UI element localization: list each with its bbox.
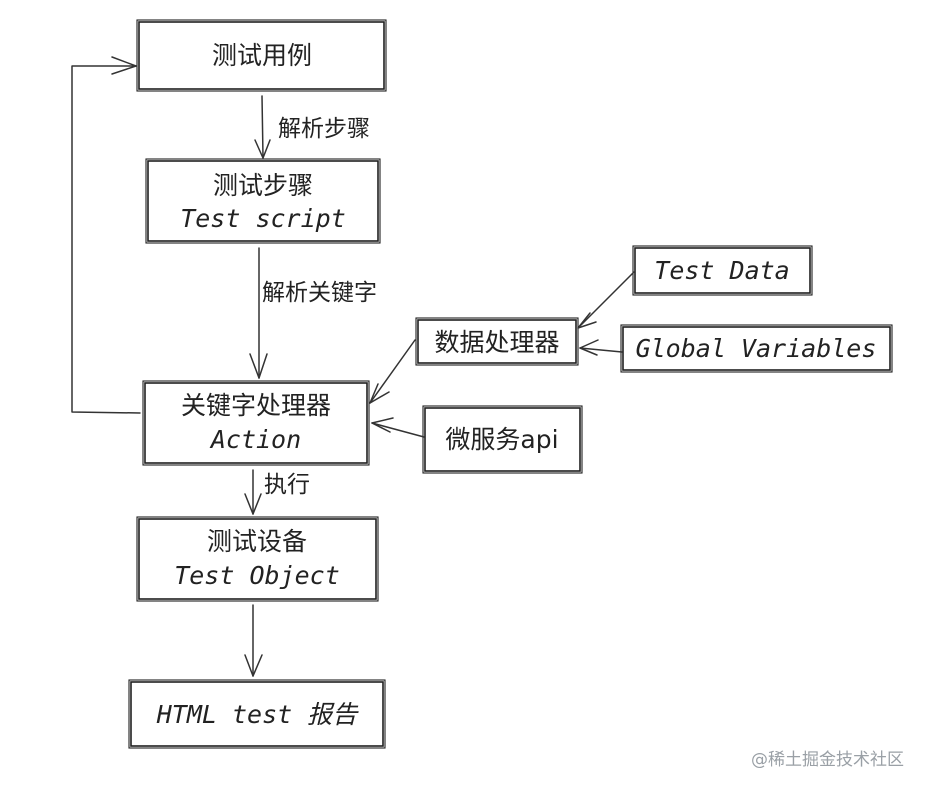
node-test-device: 测试设备 Test Object	[136, 516, 379, 602]
edge-execute: 执行	[244, 469, 310, 515]
node-keyword-processor: 关键字处理器 Action	[142, 380, 370, 466]
edge-test-data-to-data-processor	[577, 271, 635, 329]
node-microservice-api-label: 微服务api	[445, 425, 558, 454]
node-keyword-processor-sublabel: Action	[209, 425, 301, 454]
node-global-variables-label: Global Variables	[636, 334, 877, 363]
node-test-steps: 测试步骤 Test script	[145, 158, 381, 244]
edge-parse-steps-label: 解析步骤	[278, 116, 370, 142]
watermark: @稀土掘金技术社区	[751, 750, 904, 770]
edge-parse-keywords-label: 解析关键字	[262, 280, 377, 306]
edge-parse-steps: 解析步骤	[254, 95, 370, 159]
edge-global-vars-to-data-processor	[579, 339, 623, 356]
node-test-device-label: 测试设备	[207, 527, 307, 556]
node-keyword-processor-label: 关键字处理器	[181, 391, 331, 420]
node-microservice-api: 微服务api	[422, 405, 583, 474]
node-html-report: HTML test 报告	[128, 679, 386, 749]
node-test-device-sublabel: Test Object	[174, 561, 340, 590]
node-test-data-label: Test Data	[654, 256, 789, 285]
edge-data-processor-to-keyword-processor	[369, 339, 416, 404]
node-data-processor-label: 数据处理器	[434, 328, 559, 357]
node-html-report-label: HTML test 报告	[156, 700, 360, 729]
node-test-data: Test Data	[632, 245, 813, 296]
edge-execute-label: 执行	[264, 472, 310, 498]
node-test-case-label: 测试用例	[212, 41, 312, 70]
node-data-processor: 数据处理器	[415, 317, 579, 366]
edge-to-report	[244, 604, 263, 677]
edge-microservice-to-keyword-processor	[371, 417, 425, 438]
node-global-variables: Global Variables	[620, 324, 893, 373]
edge-loop-back	[71, 56, 141, 414]
node-test-steps-label: 测试步骤	[213, 171, 313, 200]
node-test-case: 测试用例	[136, 19, 387, 92]
node-test-steps-sublabel: Test script	[180, 204, 346, 233]
edge-parse-keywords: 解析关键字	[249, 247, 377, 379]
